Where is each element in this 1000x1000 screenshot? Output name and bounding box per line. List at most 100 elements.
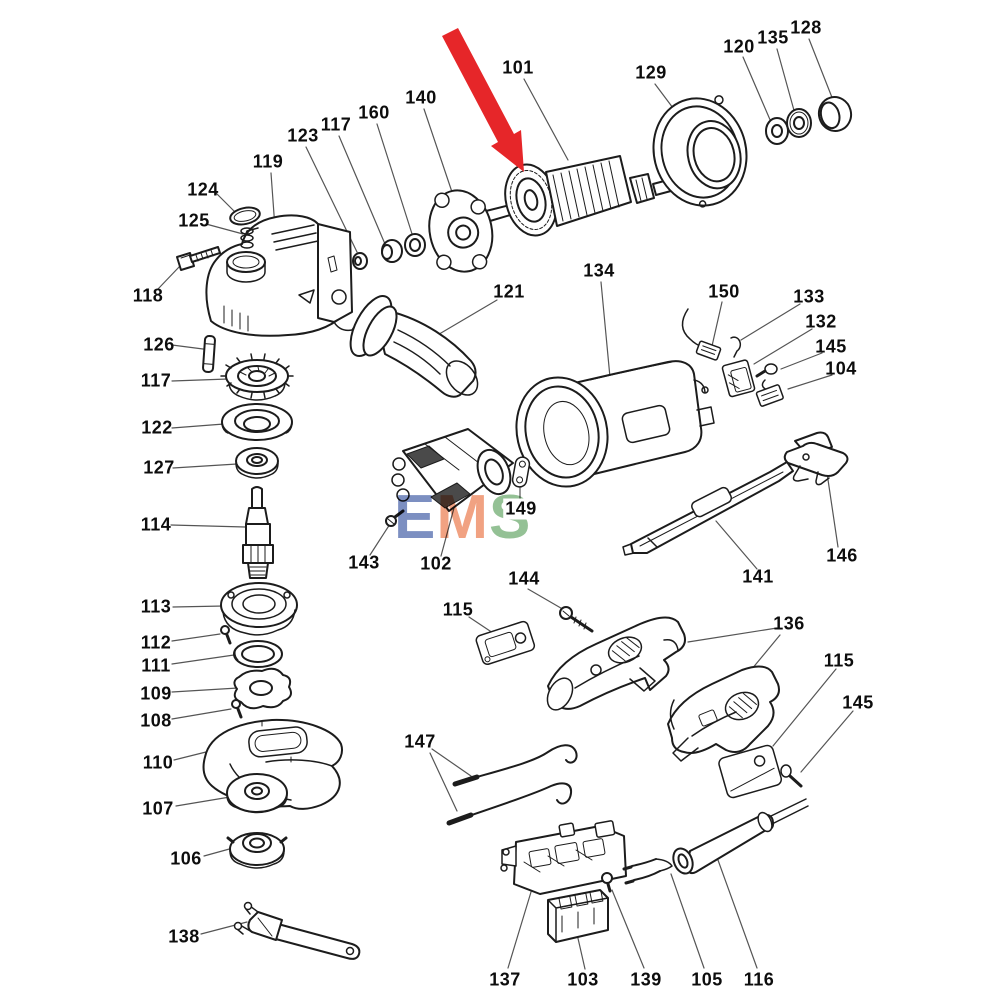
part-plate-149 bbox=[511, 456, 531, 488]
part-bevel-gear-117 bbox=[220, 353, 294, 401]
part-screw-139 bbox=[601, 872, 613, 893]
part-clip-133 bbox=[730, 336, 742, 358]
part-bearing-135 bbox=[786, 108, 812, 138]
part-slider-bar-141 bbox=[622, 461, 794, 556]
part-stator-102 bbox=[391, 428, 514, 512]
part-clamp-nut-106 bbox=[226, 832, 288, 869]
part-spring-125 bbox=[240, 227, 254, 249]
part-pin-126 bbox=[202, 334, 216, 374]
part-label-115-left: 115 bbox=[442, 599, 474, 620]
part-label-144: 144 bbox=[508, 568, 540, 589]
part-ball-bearing-127 bbox=[235, 447, 279, 479]
part-label-119: 119 bbox=[252, 151, 284, 172]
part-label-149: 149 bbox=[503, 498, 539, 520]
part-cover-plate-115-right bbox=[718, 744, 783, 799]
part-label-102: 102 bbox=[420, 553, 452, 574]
part-disc-124 bbox=[229, 206, 261, 226]
part-label-145-top: 145 bbox=[815, 336, 847, 357]
part-label-118: 118 bbox=[132, 285, 164, 306]
part-label-133: 133 bbox=[793, 286, 825, 307]
part-label-146: 146 bbox=[826, 545, 858, 566]
part-label-103: 103 bbox=[567, 969, 599, 990]
part-washer-120 bbox=[765, 117, 789, 145]
part-ring-128 bbox=[817, 96, 853, 132]
part-label-105: 105 bbox=[691, 969, 723, 990]
part-label-115-right: 115 bbox=[823, 650, 855, 671]
part-screw-143 bbox=[385, 509, 405, 527]
part-carbon-brush-104 bbox=[755, 379, 784, 407]
part-bushing-117-top bbox=[381, 239, 403, 263]
part-label-113: 113 bbox=[140, 596, 172, 617]
part-label-124: 124 bbox=[187, 179, 219, 200]
part-screw-108 bbox=[231, 699, 243, 719]
part-flange-140 bbox=[428, 189, 494, 273]
part-washer-160 bbox=[404, 233, 426, 257]
part-side-handle-121 bbox=[349, 295, 479, 398]
part-label-123: 123 bbox=[287, 125, 319, 146]
part-label-114: 114 bbox=[140, 514, 172, 535]
part-label-104: 104 bbox=[825, 358, 857, 379]
part-label-111: 111 bbox=[141, 655, 171, 676]
part-power-cord-116 bbox=[672, 798, 809, 875]
part-ring-111 bbox=[233, 640, 283, 668]
part-spanner-wrench-138 bbox=[233, 901, 361, 960]
part-label-135: 135 bbox=[757, 27, 789, 48]
part-motor-housing-134 bbox=[515, 360, 715, 488]
part-label-125: 125 bbox=[178, 210, 210, 231]
part-label-101: 101 bbox=[502, 57, 534, 78]
part-label-121: 121 bbox=[493, 281, 525, 302]
part-label-116: 116 bbox=[743, 969, 775, 990]
part-label-112: 112 bbox=[140, 632, 172, 653]
watermark-letter-m: M bbox=[436, 483, 490, 552]
part-switch-137 bbox=[500, 820, 627, 895]
leader-lines bbox=[157, 38, 854, 970]
part-label-138: 138 bbox=[168, 926, 200, 947]
part-screw-145-bottom bbox=[780, 764, 803, 788]
part-label-129: 129 bbox=[635, 62, 667, 83]
part-label-145-bottom: 145 bbox=[842, 692, 874, 713]
part-handle-shell-top-136 bbox=[546, 616, 686, 711]
part-label-110: 110 bbox=[142, 752, 174, 773]
part-label-120: 120 bbox=[723, 36, 755, 57]
part-label-117-left: 117 bbox=[140, 370, 172, 391]
part-screw-112 bbox=[220, 625, 232, 645]
part-label-108: 108 bbox=[140, 710, 172, 731]
part-label-150: 150 bbox=[708, 281, 740, 302]
part-inner-flange-107 bbox=[226, 773, 288, 814]
part-label-127: 127 bbox=[143, 457, 175, 478]
part-label-122: 122 bbox=[141, 417, 173, 438]
part-label-128: 128 bbox=[790, 17, 822, 38]
part-label-117-top: 117 bbox=[320, 114, 352, 135]
part-washer-122 bbox=[221, 403, 293, 441]
part-screw-145-top bbox=[755, 363, 778, 378]
highlight-arrow bbox=[442, 28, 524, 172]
part-label-139: 139 bbox=[630, 969, 662, 990]
part-spindle-114 bbox=[242, 486, 274, 579]
part-flange-109 bbox=[233, 667, 292, 710]
part-lever-146 bbox=[783, 431, 849, 486]
part-label-106: 106 bbox=[170, 848, 202, 869]
part-label-147: 147 bbox=[404, 731, 436, 752]
part-label-134: 134 bbox=[583, 260, 615, 281]
part-handle-shell-bottom-136 bbox=[667, 665, 780, 762]
part-armature-101 bbox=[477, 155, 672, 237]
part-terminal-block-103 bbox=[547, 889, 609, 943]
part-cover-plate-115-left bbox=[475, 620, 536, 666]
part-label-136: 136 bbox=[773, 613, 805, 634]
part-gear-head-119 bbox=[205, 214, 361, 337]
part-label-109: 109 bbox=[140, 683, 172, 704]
part-bearing-cover-129 bbox=[652, 95, 748, 208]
part-label-132: 132 bbox=[805, 311, 837, 332]
part-label-137: 137 bbox=[489, 969, 521, 990]
part-wires-147 bbox=[446, 744, 578, 826]
part-wire-ends-105 bbox=[622, 858, 673, 885]
part-bolt-118 bbox=[176, 246, 221, 271]
part-label-141: 141 bbox=[742, 566, 774, 587]
part-label-143: 143 bbox=[348, 552, 380, 573]
part-bushing-123 bbox=[352, 252, 368, 270]
watermark-letter-e: E bbox=[394, 483, 437, 552]
part-screw-144 bbox=[559, 606, 594, 633]
part-lead-wire-150 bbox=[681, 308, 722, 361]
part-bearing-plate-113 bbox=[220, 582, 298, 636]
